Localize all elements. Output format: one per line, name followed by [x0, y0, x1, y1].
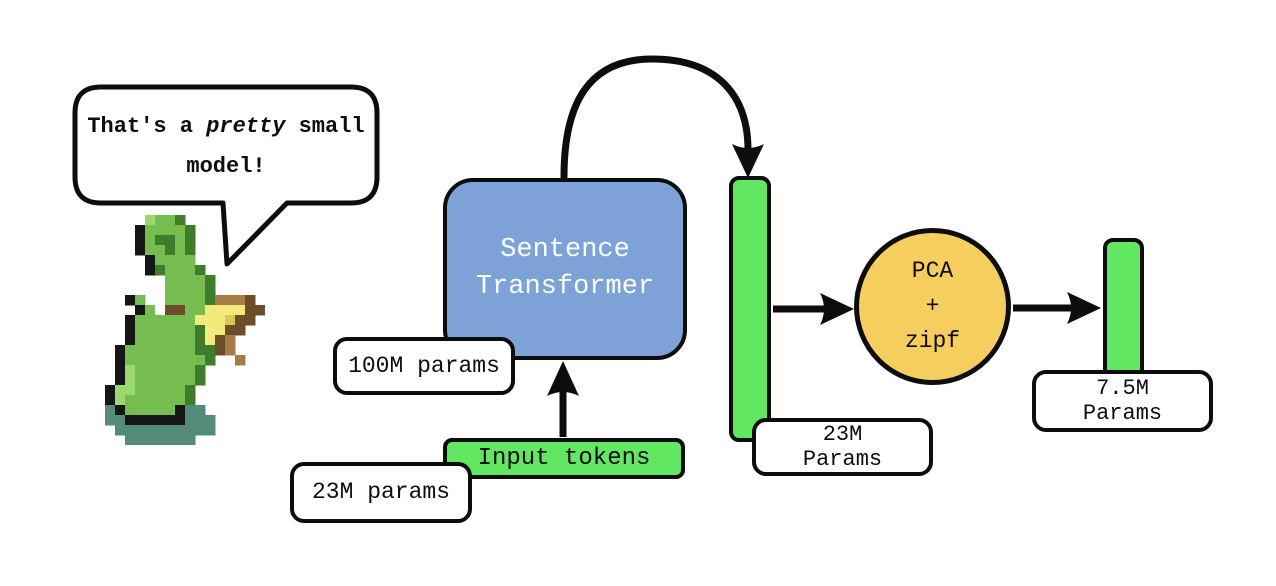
green-duck-with-leek-pixel-sprite	[105, 215, 265, 445]
pca-label-line3: zipf	[904, 328, 961, 354]
embedding-23m-params-line2: Params	[802, 447, 883, 472]
pca-label-line2: +	[925, 293, 940, 319]
pca-to-output-arrowhead	[1067, 292, 1101, 324]
embedding-75m-params-line1: 7.5M	[1096, 376, 1149, 401]
pca-label-line1: PCA	[911, 258, 954, 284]
sentence-transformer-node: Sentence Transformer	[443, 178, 687, 360]
input-tokens-label: Input tokens	[477, 445, 651, 472]
params-100m-pill: 100M params	[333, 337, 515, 395]
embedding-23m-params-pill: 23M Params	[752, 418, 933, 476]
input-to-transformer-arrowhead	[547, 361, 579, 396]
params-23m-pill: 23M params	[290, 462, 472, 523]
sentence-transformer-label-line2: Transformer	[475, 272, 655, 302]
transformer-to-embedding-arrowhead	[732, 144, 764, 178]
pca-zipf-node: PCA + zipf	[854, 228, 1011, 385]
embedding-75m-params-line2: Params	[1082, 401, 1163, 426]
embedding-to-pca-arrowhead	[820, 293, 854, 325]
sentence-transformer-label-line1: Sentence	[500, 235, 630, 265]
transformer-to-embedding-arrow	[560, 55, 752, 181]
speech-line-1: That's a pretty small	[87, 114, 365, 139]
embedding-23m-params-line1: 23M	[822, 422, 863, 447]
embedding-75m-params-pill: 7.5M Params	[1032, 370, 1213, 432]
input-tokens-node: Input tokens	[443, 438, 685, 479]
params-23m-label: 23M params	[311, 479, 451, 505]
params-100m-label: 100M params	[348, 352, 500, 379]
speech-bubble	[72, 84, 380, 267]
speech-bubble-text: That's a pretty small model!	[80, 97, 372, 197]
speech-line-2: model!	[186, 154, 266, 179]
embedding-vector-bar	[729, 176, 771, 442]
